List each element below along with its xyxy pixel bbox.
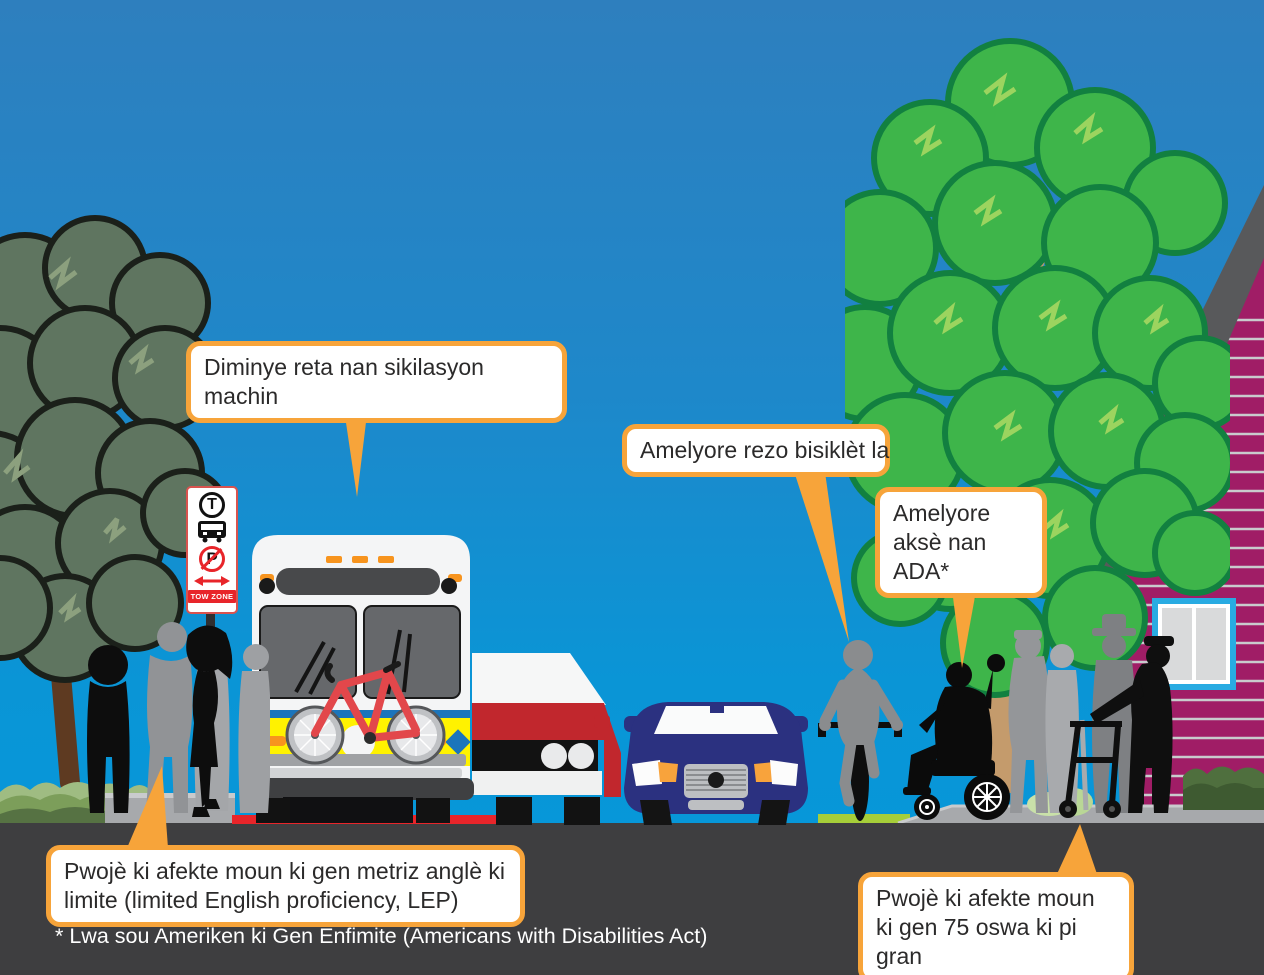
bike-lane-strip (818, 814, 910, 823)
bus (248, 535, 474, 823)
wheelchair-front-wheel (914, 794, 940, 820)
bus-icon (198, 521, 226, 543)
person-silhouette-gray-stooped (1008, 630, 1049, 813)
cyclist-rider (819, 640, 903, 807)
bus-light (259, 578, 275, 594)
blue-car-headlight (632, 760, 662, 786)
red-car-mirror (594, 715, 610, 728)
blue-car-windshield (654, 706, 778, 734)
callout-seniors: Pwojè ki afekte moun ki gen 75 oswa ki p… (858, 872, 1134, 975)
ada-footnote: * Lwa sou Ameriken ki Gen Enfimite (Amer… (55, 924, 708, 948)
bus-diamond-decal (445, 729, 471, 755)
person-silhouette-gray (238, 644, 270, 813)
elderly-group (1008, 614, 1174, 818)
callout-lep: Pwojè ki afekte moun ki gen metriz anglè… (46, 845, 525, 927)
wheelchair-rider (903, 654, 1005, 795)
bike-rack-tray (260, 768, 462, 778)
bicycle-crank (364, 732, 376, 744)
bicycle-frame (311, 668, 420, 742)
wheelchair-rear-wheel (964, 774, 1010, 820)
red-car-roof (472, 653, 606, 705)
bus-light (441, 578, 457, 594)
person-silhouette-gray (146, 622, 193, 813)
bicycle-cockpit (324, 661, 401, 683)
bus-windshield (259, 605, 461, 699)
blue-car-grille (684, 764, 748, 810)
blue-car (624, 702, 808, 825)
people-group-bus-stop (87, 622, 270, 817)
blue-car-rearview-mirror (710, 704, 724, 713)
double-arrow-icon (194, 576, 230, 586)
callout-bike-network: Amelyore rezo bisiklèt la (622, 424, 890, 477)
bus-bumper (248, 778, 474, 800)
callout-traffic: Diminye reta nan sikilasyon machin (186, 341, 567, 423)
callout-ada-access: Amelyore aksè nan ADA* (875, 487, 1047, 598)
red-car-bumper (472, 771, 602, 795)
tow-zone-label: TOW ZONE (187, 590, 237, 603)
red-car-wheel (496, 797, 532, 825)
blue-car-headlight (770, 760, 798, 786)
left-tree-leaf-highlights (3, 256, 155, 623)
red-car-headlight (568, 743, 594, 769)
blue-car-wheel (758, 800, 790, 825)
wheelchair-user (903, 654, 1010, 820)
bus-underbody (283, 797, 413, 823)
red-car (472, 653, 621, 825)
red-car-headlight (541, 743, 567, 769)
t-logo-letter: T (207, 496, 217, 513)
right-tree-leaf-highlights (913, 72, 1170, 555)
person-silhouette-black-woman (186, 625, 233, 817)
bus-wheel (416, 798, 450, 823)
blue-car-signal (658, 762, 678, 782)
rack-bicycle (285, 661, 446, 765)
grass-right (1183, 766, 1264, 810)
bus-destination-sign (276, 568, 440, 595)
blue-car-signal (754, 762, 774, 782)
red-car-wheel (564, 797, 600, 825)
cyclist (818, 640, 903, 821)
blue-car-wheel (640, 800, 672, 825)
no-parking-icon: P (199, 546, 225, 572)
walker (1059, 721, 1122, 818)
person-silhouette-black-afro (87, 645, 130, 813)
person-silhouette-black-walker (1090, 636, 1174, 813)
red-car-body (472, 703, 621, 797)
bus-stop-sign: T P TOW ZONE (186, 486, 238, 614)
no-parking-ring (199, 546, 225, 572)
t-transit-logo: T (199, 492, 225, 518)
